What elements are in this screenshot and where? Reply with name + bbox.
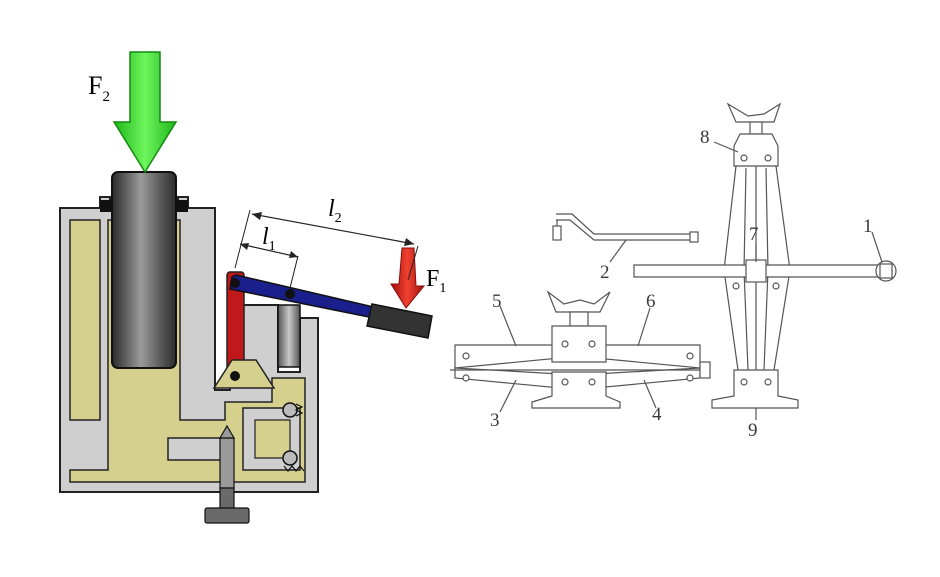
piston-pin xyxy=(285,289,295,299)
scissor-jack xyxy=(450,290,711,413)
stand-top-plate xyxy=(733,133,779,167)
stand-bottom-pin-a xyxy=(740,378,748,386)
leader-5 xyxy=(499,305,517,347)
check-valve-ball-lower xyxy=(282,450,298,466)
leader-8 xyxy=(713,141,739,153)
stand-top-pin-b xyxy=(764,154,772,162)
oil-channel xyxy=(167,437,223,461)
stand-bottom-pin-b xyxy=(764,378,772,386)
scissor-pin-left-lower xyxy=(462,374,470,382)
stand-mid-pin-b xyxy=(772,282,780,290)
scissor-bottom-plate xyxy=(531,371,621,409)
stand-saddle xyxy=(726,102,782,123)
scissor-arm-upper-right xyxy=(594,344,701,369)
reservoir-left-wall xyxy=(69,219,101,421)
part-label-6: 6 xyxy=(646,291,656,312)
label-f1: F1 xyxy=(426,266,446,296)
part-label-8: 8 xyxy=(700,127,710,148)
leader-1 xyxy=(871,231,883,263)
release-valve-knob[interactable] xyxy=(204,507,250,524)
part-label-2: 2 xyxy=(600,262,610,283)
stand-center-block xyxy=(745,259,767,283)
leader-6 xyxy=(637,307,651,347)
stand-top-pin-a xyxy=(740,154,748,162)
release-valve-knob-stem xyxy=(219,487,235,511)
release-screw-tip xyxy=(218,424,236,439)
hydraulic-jack: F2 F1 l2 l1 xyxy=(59,51,446,524)
part-label-3: 3 xyxy=(490,410,500,431)
bottom-plate-pin-a xyxy=(561,378,569,386)
label-l1: l1 xyxy=(262,224,276,254)
top-plate-pin-a xyxy=(561,340,569,348)
part-label-7: 7 xyxy=(749,224,759,245)
leader-2 xyxy=(609,239,627,263)
screw-nut xyxy=(699,361,711,379)
crank-end xyxy=(689,231,699,243)
pump-piston xyxy=(277,304,301,368)
part-label-9: 9 xyxy=(748,420,758,441)
main-ram xyxy=(111,171,177,369)
scissor-arm-upper-left xyxy=(454,344,561,369)
link-bottom-pin xyxy=(230,371,240,381)
crank-rod xyxy=(556,213,695,241)
scissor-saddle-stem xyxy=(569,311,589,327)
scissor-saddle xyxy=(546,290,611,313)
ram-seal-right xyxy=(176,200,188,212)
scissor-pin-right-lower xyxy=(686,374,694,382)
stand-bottom-plate xyxy=(711,369,799,409)
stand-jack xyxy=(633,102,897,420)
part-label-4: 4 xyxy=(652,404,662,425)
stand-mid-pin-a xyxy=(732,282,740,290)
scissor-arm-lower-left xyxy=(454,367,561,389)
dimension-l2 xyxy=(234,209,419,281)
crank-handle xyxy=(552,213,699,263)
leader-3 xyxy=(499,379,517,413)
handle-pivot-pin xyxy=(230,278,240,288)
force-arrow-f2 xyxy=(112,51,178,174)
stand-saddle-stem xyxy=(749,121,763,135)
scissor-top-plate xyxy=(551,325,607,363)
link-mount xyxy=(212,359,276,389)
check-valve-spring-lower xyxy=(283,465,305,472)
label-f2: F2 xyxy=(88,71,110,105)
leader-4 xyxy=(643,379,657,409)
crank-hook xyxy=(552,225,562,241)
scissor-arm-lower-right xyxy=(594,367,701,389)
ram-seal-left xyxy=(100,200,112,212)
scissor-pin-right xyxy=(686,352,694,360)
force-arrow-f1 xyxy=(390,247,426,309)
handle-grip[interactable] xyxy=(366,303,433,339)
bottom-plate-pin-b xyxy=(588,378,596,386)
part-label-5: 5 xyxy=(492,291,502,312)
top-plate-pin-b xyxy=(588,340,596,348)
scissor-pin-left xyxy=(462,352,470,360)
dimension-l1 xyxy=(239,243,299,289)
stand-crossbar-nut xyxy=(879,263,893,279)
release-screw-stem xyxy=(219,437,235,489)
part-label-1: 1 xyxy=(863,216,873,237)
label-l2: l2 xyxy=(328,196,342,226)
check-valve-spring-upper xyxy=(294,403,304,417)
